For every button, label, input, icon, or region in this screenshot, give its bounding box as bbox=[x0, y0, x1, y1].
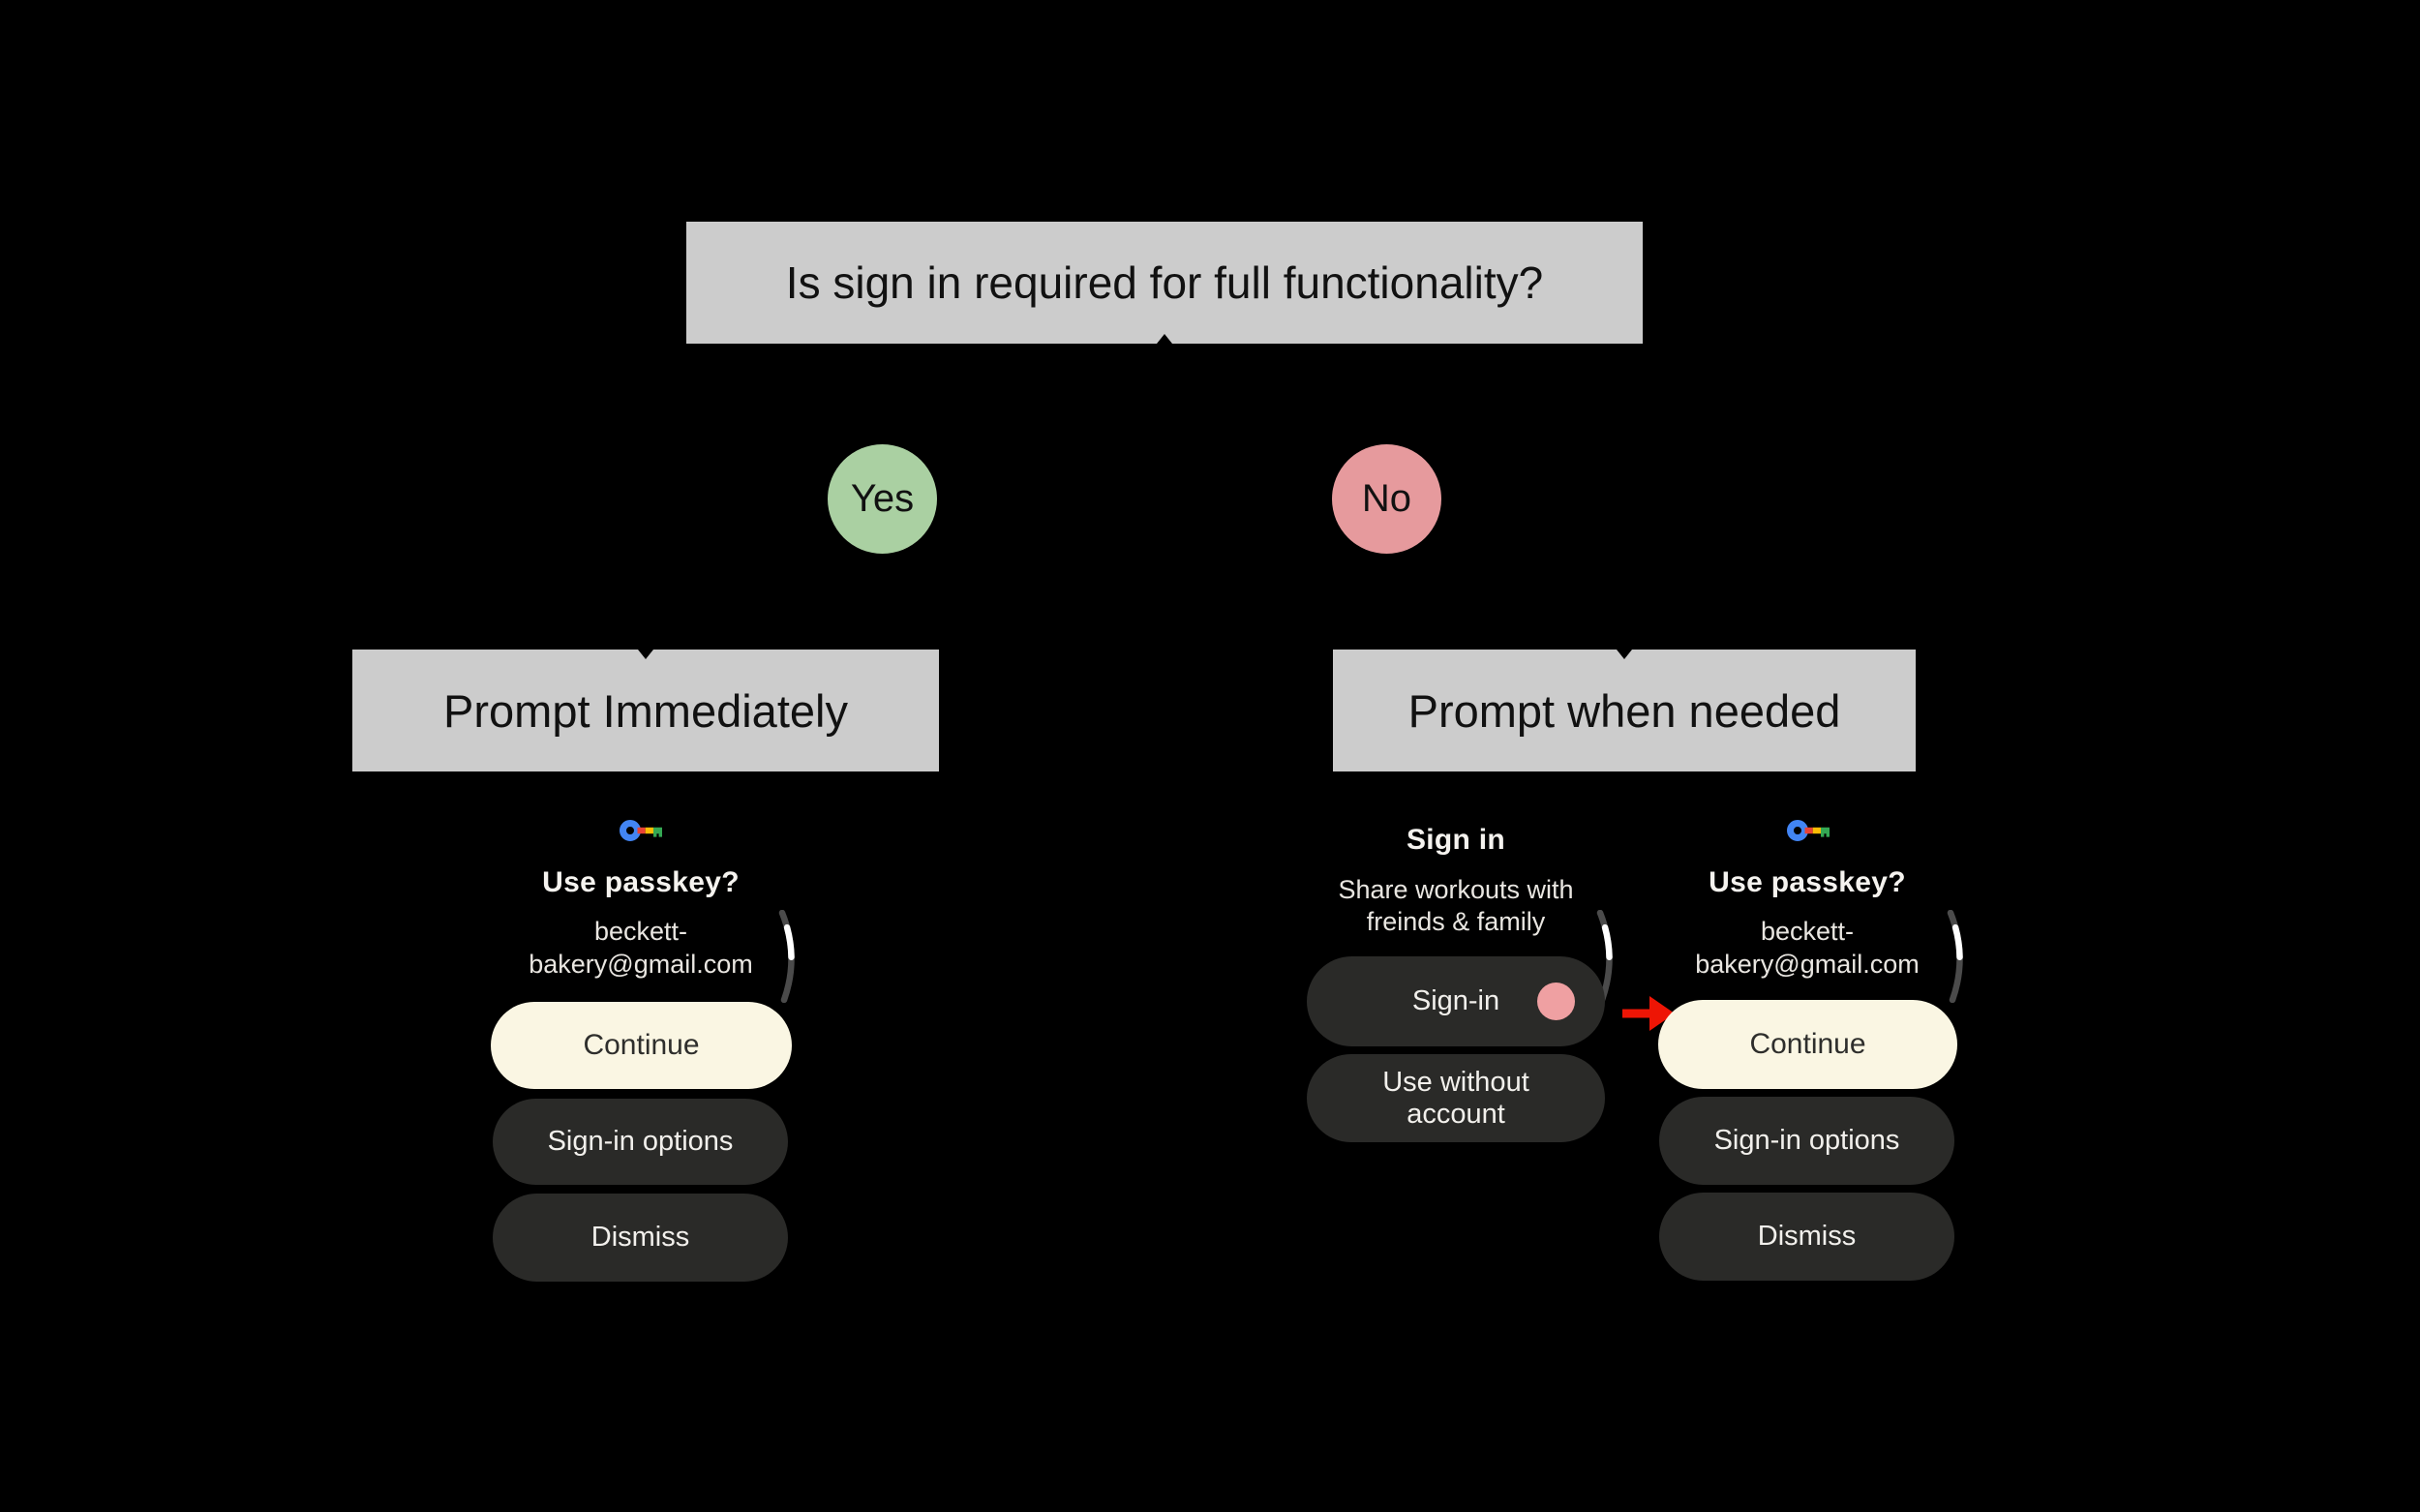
dismiss-button[interactable]: Dismiss bbox=[493, 1194, 788, 1282]
prompt-when-needed-text: Prompt when needed bbox=[1407, 684, 1841, 737]
sign-in-options-label: Sign-in options bbox=[547, 1126, 734, 1157]
yes-label: Yes bbox=[850, 477, 915, 520]
scroll-indicator[interactable] bbox=[1941, 910, 1980, 1003]
sign-in-heading: Sign in bbox=[1406, 824, 1506, 856]
sign-in-options-label: Sign-in options bbox=[1713, 1125, 1900, 1156]
use-without-account-label: Use without account bbox=[1382, 1066, 1529, 1130]
passkey-icon bbox=[1787, 820, 1830, 841]
no-label: No bbox=[1361, 477, 1412, 520]
use-passkey-heading: Use passkey? bbox=[1709, 866, 1906, 898]
dismiss-label: Dismiss bbox=[1757, 1221, 1857, 1252]
dismiss-label: Dismiss bbox=[590, 1222, 690, 1253]
scroll-indicator[interactable] bbox=[1590, 910, 1629, 1003]
sign-in-label: Sign-in bbox=[1411, 985, 1500, 1016]
continue-button[interactable]: Continue bbox=[491, 1002, 792, 1089]
use-passkey-heading: Use passkey? bbox=[542, 866, 740, 898]
account-email: beckett-bakery@gmail.com bbox=[529, 917, 753, 979]
sign-in-options-button[interactable]: Sign-in options bbox=[1659, 1097, 1954, 1185]
prompt-immediately-node: Prompt Immediately bbox=[352, 650, 939, 771]
question-text: Is sign in required for full functionali… bbox=[785, 257, 1544, 308]
prompt-when-needed-node: Prompt when needed bbox=[1333, 650, 1916, 771]
continue-label: Continue bbox=[583, 1029, 700, 1061]
sign-in-options-button[interactable]: Sign-in options bbox=[493, 1099, 788, 1185]
arrowhead-icon bbox=[638, 650, 653, 659]
use-without-account-button[interactable]: Use without account bbox=[1307, 1054, 1605, 1142]
account-email: beckett-bakery@gmail.com bbox=[1695, 917, 1920, 979]
tap-indicator-dot bbox=[1537, 983, 1575, 1020]
arrowhead-icon bbox=[1617, 650, 1632, 659]
arrowhead-icon bbox=[1157, 334, 1172, 344]
continue-button[interactable]: Continue bbox=[1658, 1000, 1957, 1089]
sign-in-button[interactable]: Sign-in bbox=[1307, 956, 1605, 1046]
red-arrow-icon bbox=[1622, 996, 1675, 1031]
question-node: Is sign in required for full functionali… bbox=[686, 222, 1643, 344]
yes-node: Yes bbox=[828, 444, 937, 554]
scroll-indicator[interactable] bbox=[772, 910, 811, 1003]
no-node: No bbox=[1332, 444, 1441, 554]
prompt-immediately-text: Prompt Immediately bbox=[443, 684, 848, 737]
sign-in-subtitle: Share workouts with freinds & family bbox=[1338, 875, 1574, 936]
dismiss-button[interactable]: Dismiss bbox=[1659, 1193, 1954, 1281]
continue-label: Continue bbox=[1749, 1028, 1866, 1060]
passkey-icon bbox=[620, 820, 662, 841]
